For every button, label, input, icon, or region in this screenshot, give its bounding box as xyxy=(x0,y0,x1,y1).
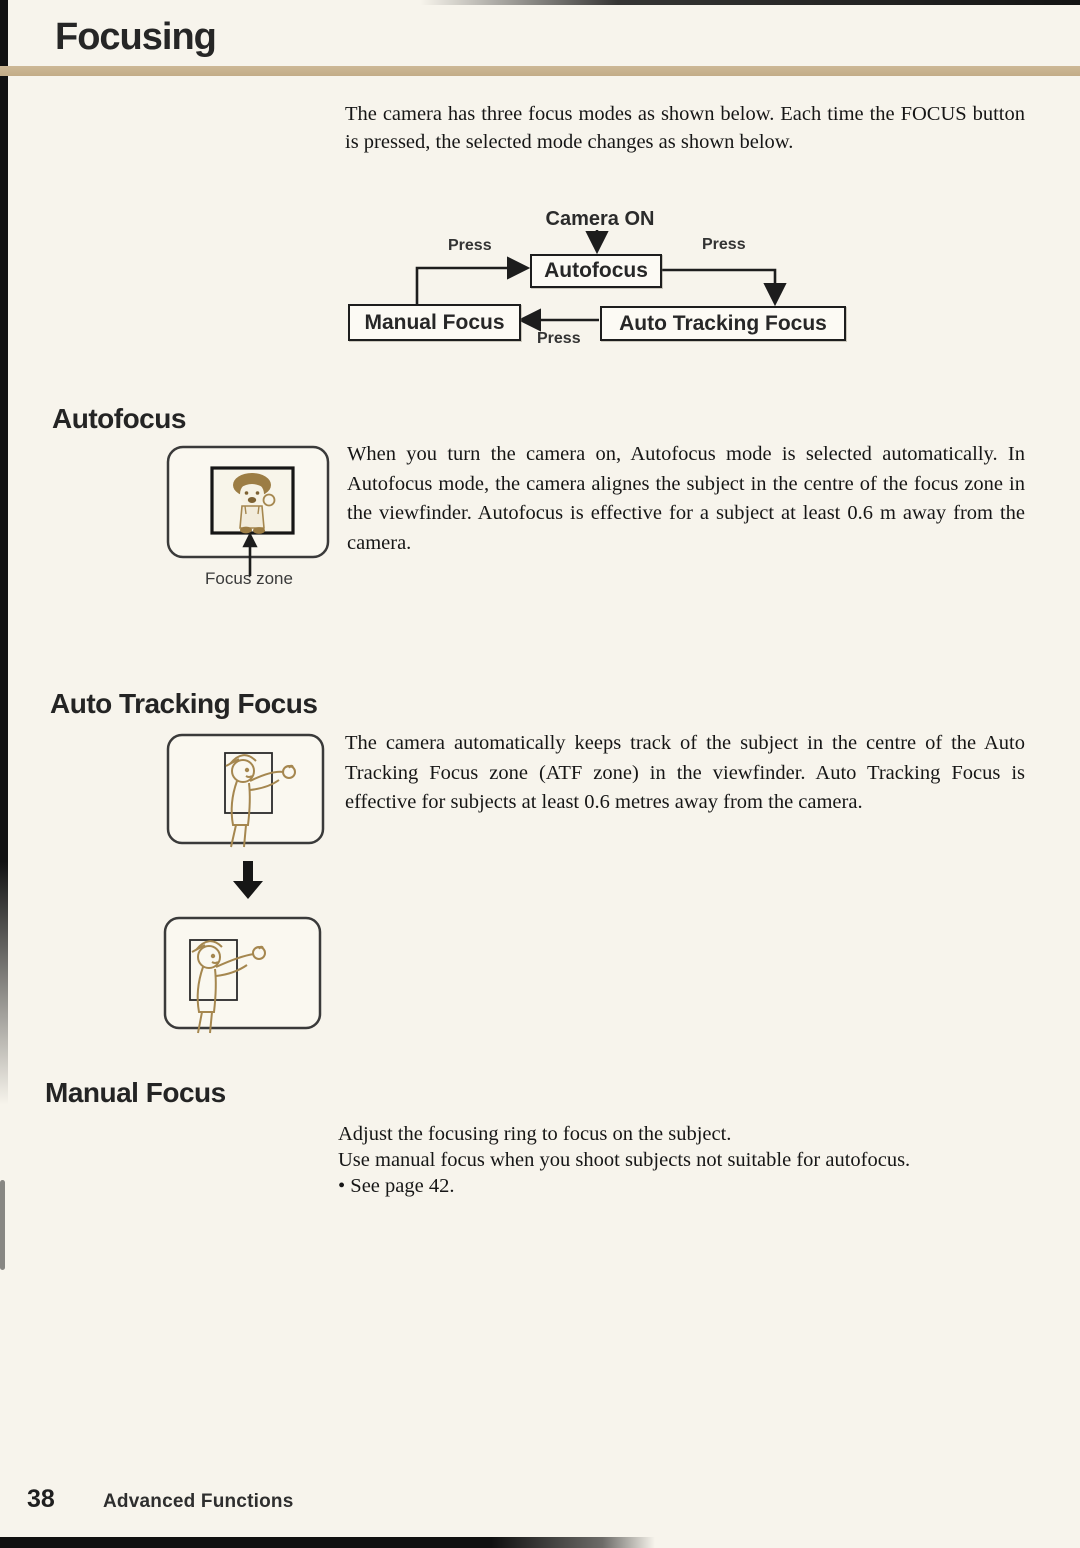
diagram-press-label-left: Press xyxy=(448,237,492,254)
section-heading-autofocus: Autofocus xyxy=(52,403,186,434)
section-heading-auto-tracking-focus: Auto Tracking Focus xyxy=(50,688,318,719)
scan-edge-left xyxy=(0,0,8,1105)
header-divider xyxy=(0,66,1080,76)
diagram-press-label-right: Press xyxy=(702,236,746,253)
diagram-node-auto-tracking-focus: Auto Tracking Focus xyxy=(600,306,846,341)
diagram-node-manual-focus: Manual Focus xyxy=(348,304,521,341)
subject-figure xyxy=(225,754,296,848)
focus-zone-label: Focus zone xyxy=(205,569,293,588)
auto-tracking-paragraph: The camera automatically keeps track of … xyxy=(345,732,1025,813)
focus-mode-flow-arrows xyxy=(415,230,787,332)
scan-edge-top xyxy=(420,0,1080,5)
autofocus-viewfinder-illustration xyxy=(166,445,330,576)
diagram-node-autofocus: Autofocus xyxy=(530,254,662,288)
atf-viewfinder-illustration-1 xyxy=(166,733,325,848)
page-number: 38 xyxy=(27,1485,55,1513)
manual-paragraph-line2: Use manual focus when you shoot subjects… xyxy=(338,1149,911,1171)
manual-paragraph-line1: Adjust the focusing ring to focus on the… xyxy=(338,1123,732,1145)
atf-viewfinder-illustration-2 xyxy=(163,916,322,1034)
sequence-down-arrow-icon xyxy=(233,861,263,899)
scan-edge-left-fragment xyxy=(0,1180,5,1270)
footer-chapter-label: Advanced Functions xyxy=(103,1491,294,1512)
intro-paragraph: The camera has three focus modes as show… xyxy=(345,103,1025,153)
manual-see-page-reference: • See page 42. xyxy=(338,1175,455,1197)
autofocus-paragraph: When you turn the camera on, Autofocus m… xyxy=(347,443,1025,554)
subject-figure-moved xyxy=(191,940,266,1034)
toddler-figure xyxy=(233,473,276,534)
section-heading-manual-focus: Manual Focus xyxy=(45,1077,226,1108)
page-title: Focusing xyxy=(55,16,217,58)
scan-edge-bottom xyxy=(0,1537,655,1548)
diagram-camera-on-label: Camera ON xyxy=(545,208,655,230)
diagram-press-label-bottom: Press xyxy=(537,330,581,347)
